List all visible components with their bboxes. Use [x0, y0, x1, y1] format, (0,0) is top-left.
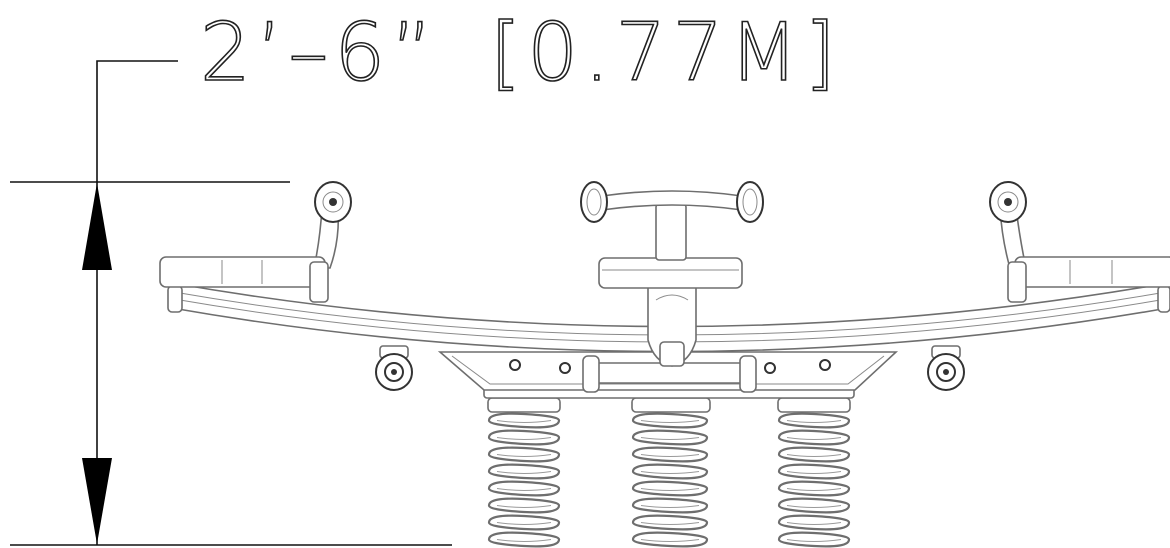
seesaw-equipment [159, 181, 1170, 548]
arrowhead-bottom [82, 458, 112, 544]
center-handle-grip-left [580, 181, 608, 223]
spring-cap-right [777, 397, 851, 413]
center-seat [598, 257, 743, 289]
spring-center [631, 412, 709, 548]
dimension-annotation: 2’–6” [0.77M] [10, 5, 842, 546]
right-seat [1014, 256, 1170, 288]
spring-right [777, 412, 851, 548]
right-handle-grip [989, 181, 1027, 223]
frame-rivets [509, 359, 831, 374]
dimension-label-metric: [0.77M] [490, 6, 842, 99]
footrest-left [375, 345, 413, 391]
spring-left [487, 412, 561, 548]
left-handle-grip [314, 181, 352, 223]
leader-line [96, 60, 178, 182]
beam-end-cap-left [167, 285, 183, 313]
dimension-label-imperial: 2’–6” [200, 6, 439, 99]
left-seat [159, 256, 326, 288]
center-post [655, 203, 687, 261]
footrest-right [927, 345, 965, 391]
spring-cap-left [487, 397, 561, 413]
center-handle-grip-right [736, 181, 764, 223]
spring-cap-center [631, 397, 711, 413]
arrowhead-top [82, 183, 112, 270]
beam-end-cap-right [1157, 285, 1170, 313]
springs [487, 412, 851, 548]
